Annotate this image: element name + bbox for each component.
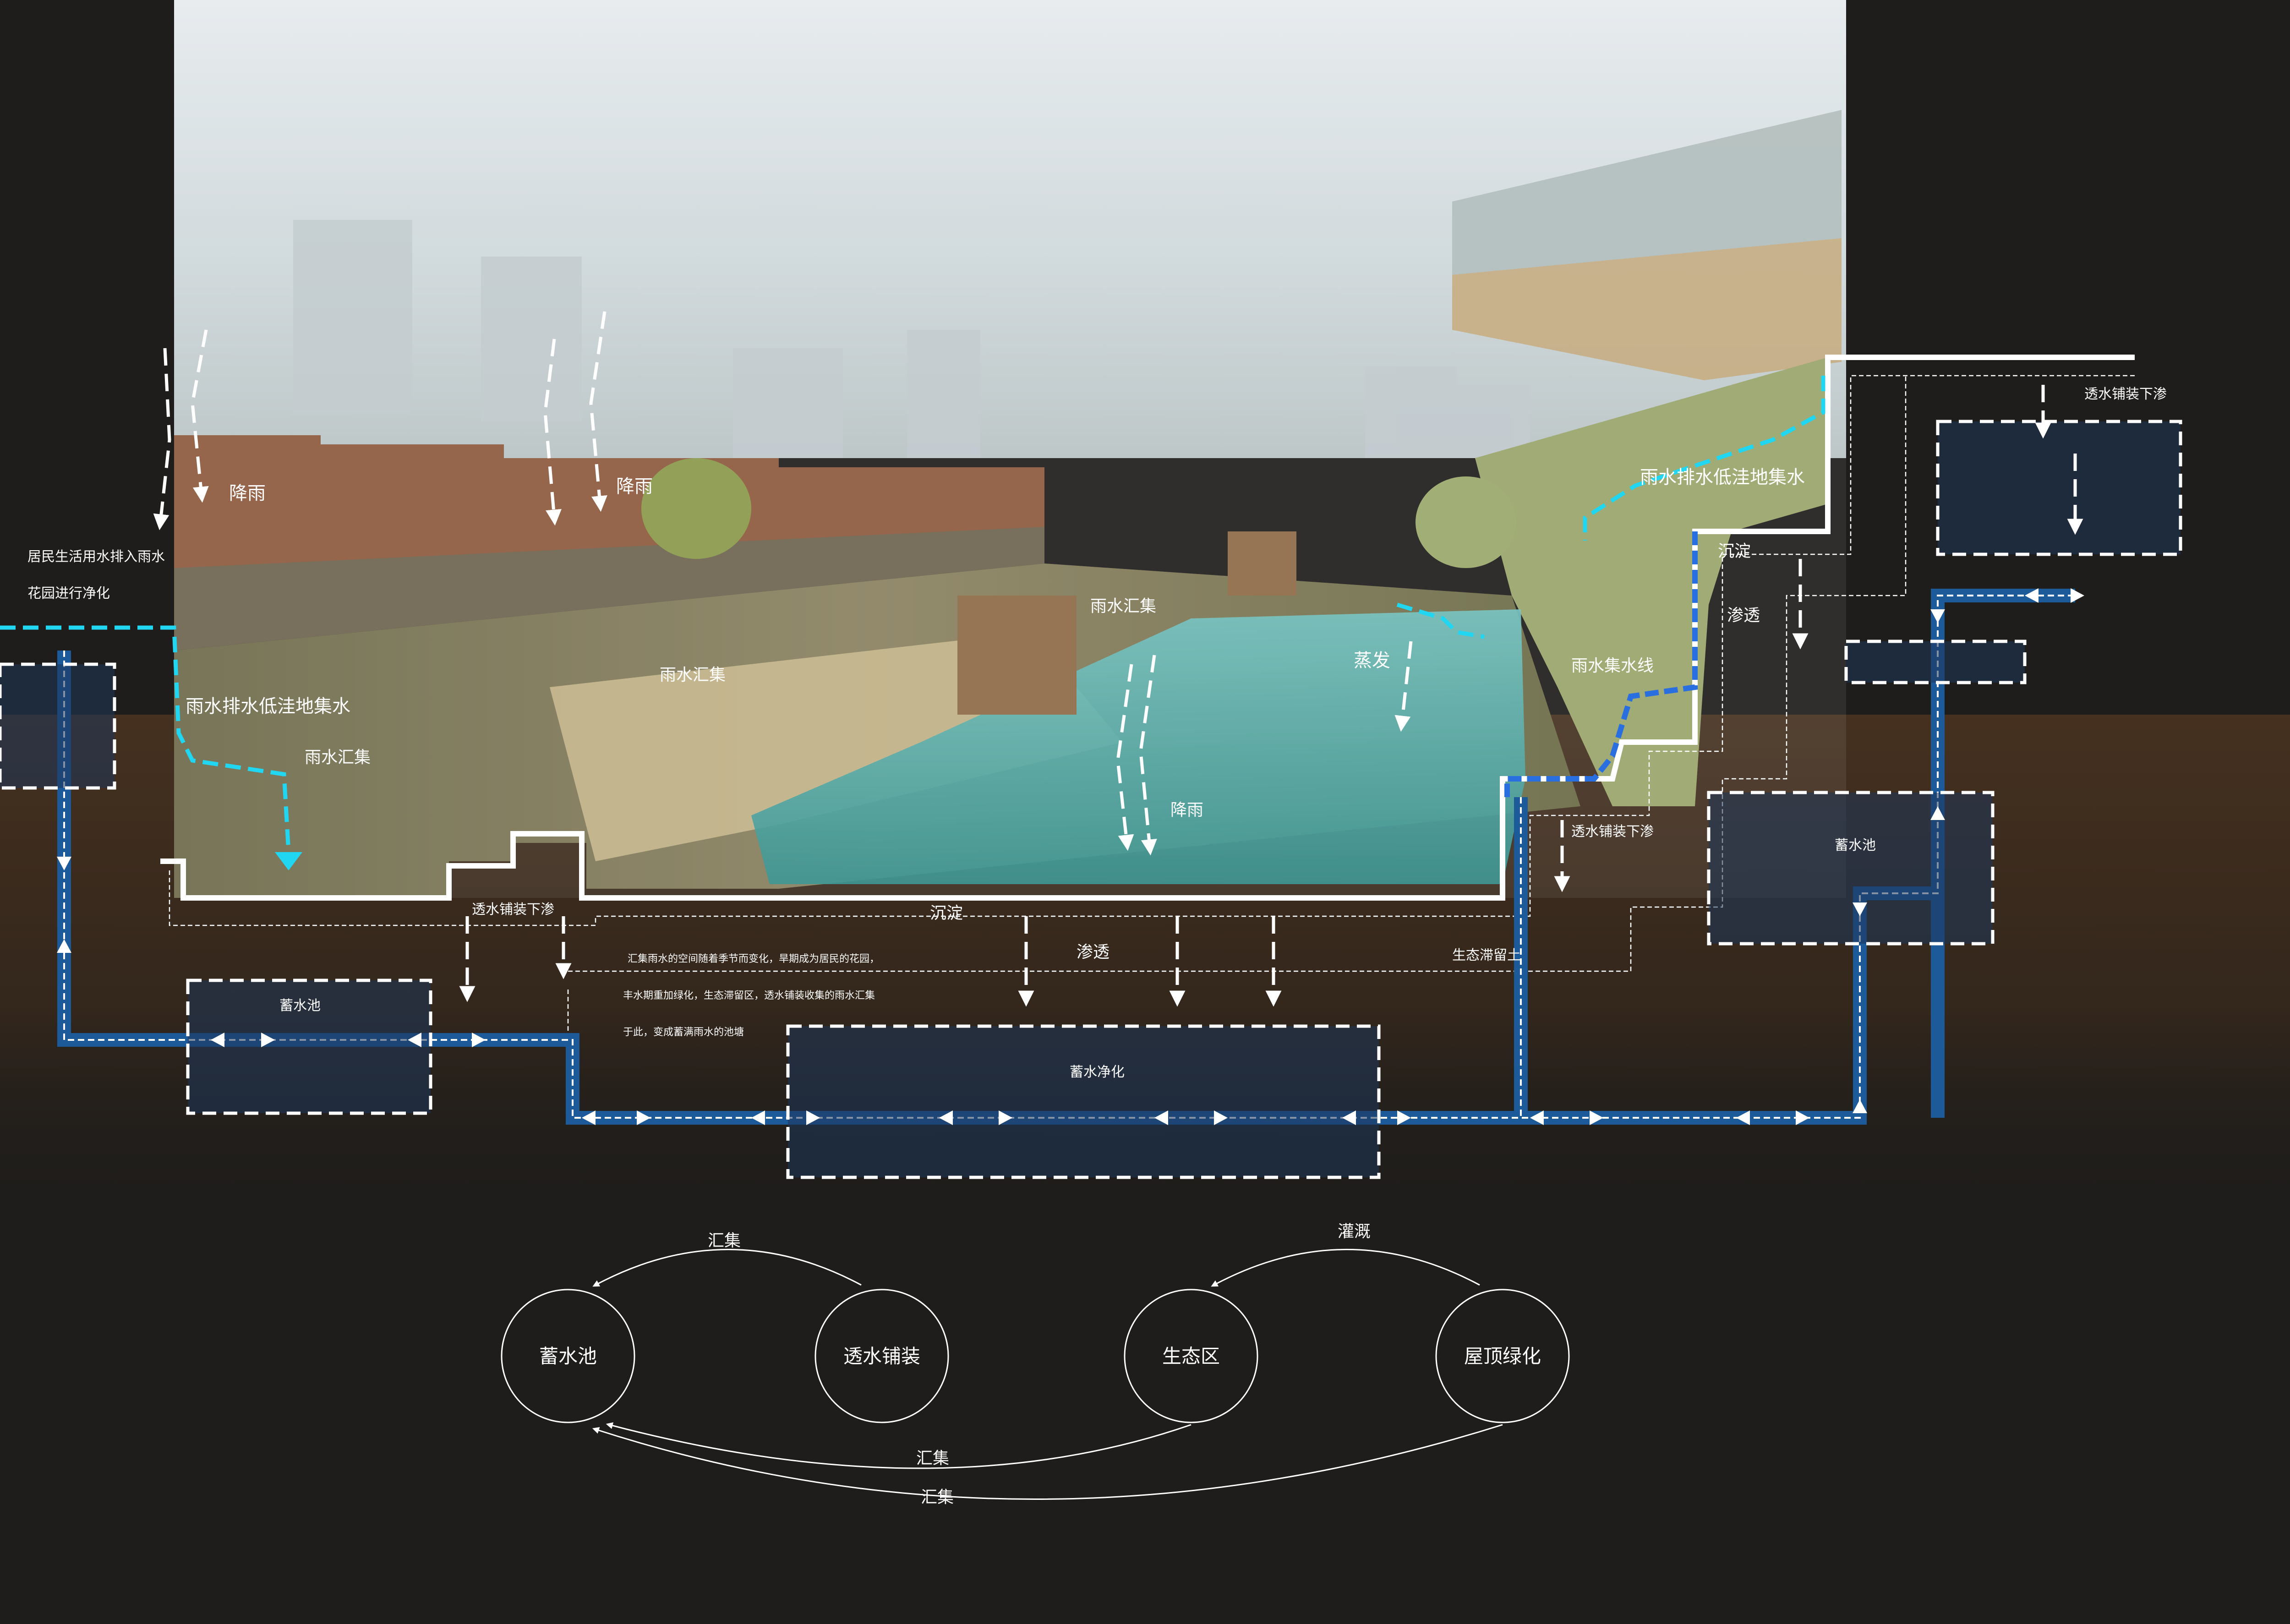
trace-line-1 bbox=[169, 375, 2135, 926]
cycle-node-green-roof bbox=[1435, 1289, 1570, 1423]
scene-rendering bbox=[174, 0, 1846, 898]
label-sediment-mid: 沉淀 bbox=[930, 904, 963, 923]
label-eco-retention: 生态滞留土 bbox=[1452, 947, 1521, 963]
arc-collect-bottom-2 bbox=[592, 1424, 1503, 1500]
blue-collect-line bbox=[1504, 531, 1698, 797]
tree-right bbox=[1416, 476, 1516, 568]
label-seep-right: 渗透 bbox=[1727, 606, 1760, 625]
pipe-flow-arrows bbox=[57, 588, 2084, 1125]
label-evaporation: 蒸发 bbox=[1354, 650, 1390, 671]
arc-irrigate bbox=[1211, 1249, 1480, 1287]
cyan-flow-left bbox=[0, 625, 291, 853]
label-tank-right: 蓄水池 bbox=[1835, 837, 1876, 853]
label-rain-pond: 降雨 bbox=[1170, 801, 1203, 820]
arc-collect-bottom-1 bbox=[606, 1422, 1191, 1469]
tank-mid-right bbox=[1844, 640, 2027, 684]
tank-right bbox=[1707, 791, 1995, 946]
cyan-arrow-head bbox=[275, 852, 302, 870]
tank-upper-right bbox=[1936, 420, 2182, 556]
label-collect-line: 雨水集水线 bbox=[1571, 656, 1654, 675]
note-line-3: 于此，变成蓄满雨水的池塘 bbox=[623, 1027, 744, 1038]
cyan-flow-right bbox=[1583, 376, 1825, 541]
label-paving-left: 透水铺装下渗 bbox=[472, 902, 554, 918]
label-tank-center: 蓄水净化 bbox=[1070, 1064, 1125, 1080]
pond bbox=[751, 609, 1525, 884]
rain-haze bbox=[174, 0, 1846, 898]
label-sediment-right: 沉淀 bbox=[1718, 542, 1751, 561]
cycle-node-eco-zone bbox=[1124, 1289, 1258, 1423]
cycle-node-permeable-paving bbox=[814, 1289, 949, 1423]
cycle-node-label-1: 蓄水池 bbox=[539, 1345, 597, 1367]
label-seep-mid: 渗透 bbox=[1077, 943, 1109, 962]
label-tank-left: 蓄水池 bbox=[279, 998, 321, 1014]
tree-left bbox=[641, 458, 751, 559]
label-lowland-right: 雨水排水低洼地集水 bbox=[1640, 467, 1805, 488]
label-rain-mid: 降雨 bbox=[616, 476, 653, 497]
rain-arrows bbox=[153, 311, 2083, 1007]
cycle-arc-label-collect-top: 汇集 bbox=[708, 1231, 741, 1250]
trace-line-2 bbox=[568, 376, 1907, 972]
tank-center bbox=[786, 1024, 1381, 1179]
cycle-arc-label-irrigate: 灌溉 bbox=[1338, 1222, 1371, 1241]
label-paving-mid: 透水铺装下渗 bbox=[1571, 824, 1654, 840]
distant-buildings bbox=[293, 220, 1530, 458]
stone-wall bbox=[174, 527, 1044, 651]
cycle-node-label-2: 透水铺装 bbox=[843, 1345, 920, 1367]
roof-glass bbox=[1452, 110, 1842, 275]
label-paving-right: 透水铺装下渗 bbox=[2084, 386, 2167, 402]
sculpture-block bbox=[1228, 531, 1296, 596]
label-resident-water-1: 居民生活用水排入雨水 bbox=[27, 549, 165, 565]
brick-wall bbox=[174, 435, 1044, 596]
label-rain-left: 降雨 bbox=[229, 483, 266, 504]
label-collect-left: 雨水汇集 bbox=[305, 748, 371, 767]
cycle-node-reservoir bbox=[501, 1289, 635, 1423]
cycle-node-label-4: 屋顶绿化 bbox=[1464, 1345, 1541, 1367]
label-collect-mid: 雨水汇集 bbox=[660, 666, 726, 684]
label-collect-top: 雨水汇集 bbox=[1090, 597, 1156, 616]
cycle-node-label-3: 生态区 bbox=[1162, 1345, 1220, 1367]
cyan-flow-pond bbox=[1396, 602, 1485, 639]
note-line-1: 汇集雨水的空间随着季节而变化，旱期成为居民的花园， bbox=[628, 953, 880, 965]
cycle-arc-label-collect-bottom-1: 汇集 bbox=[916, 1449, 949, 1468]
water-cycle-diagram: 蓄水池 透水铺装 生态区 屋顶绿化 汇集 灌溉 汇集 汇集 bbox=[501, 1222, 1570, 1507]
terraced-slope bbox=[1475, 357, 1828, 806]
note-line-2: 丰水期重加绿化，生态滞留区，透水铺装收集的雨水汇集 bbox=[623, 990, 875, 1001]
label-resident-water-2: 花园进行净化 bbox=[27, 585, 110, 601]
tank-left bbox=[186, 979, 432, 1115]
cycle-arc-label-collect-bottom-2: 汇集 bbox=[921, 1488, 954, 1507]
label-lowland-left: 雨水排水低洼地集水 bbox=[186, 696, 350, 717]
tank-far-left bbox=[0, 662, 116, 790]
planter-block bbox=[957, 596, 1077, 715]
arc-collect-top bbox=[592, 1249, 862, 1287]
